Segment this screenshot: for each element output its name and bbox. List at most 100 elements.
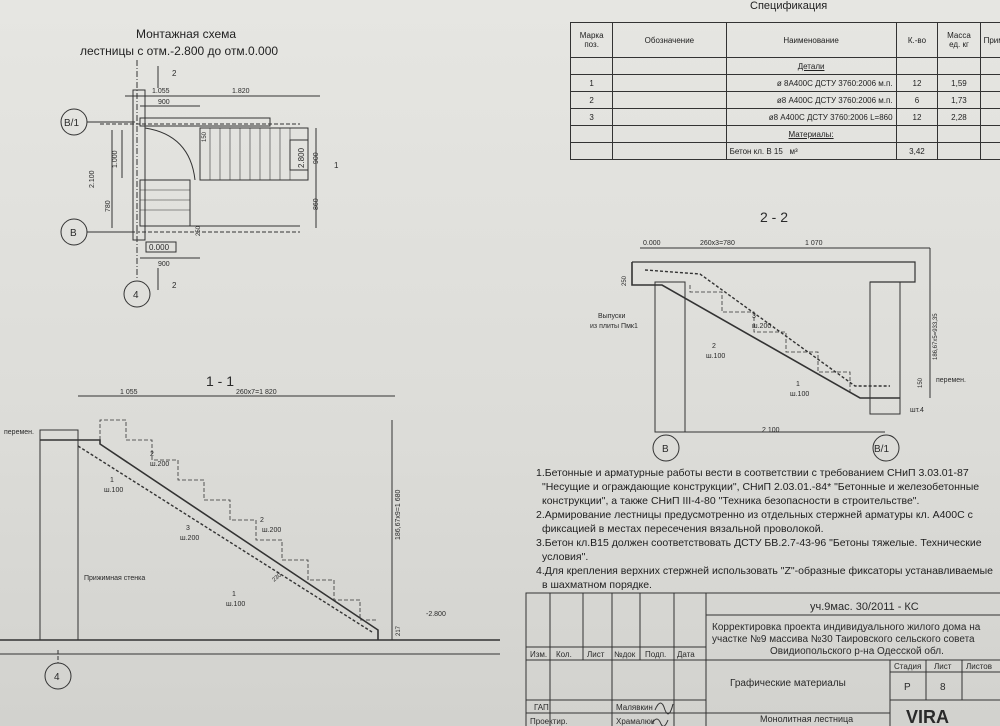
s22-dim-250: 250	[622, 275, 628, 286]
stamp-col-list: Лист	[587, 650, 605, 659]
s11-steps	[99, 419, 378, 621]
s11-rebar-spacing: ш.200	[180, 535, 199, 542]
s22-axis-v1: В/1	[874, 444, 889, 455]
s11-rebar-spacing: ш.200	[150, 461, 169, 468]
plan-dim-860-right: 860	[313, 198, 320, 210]
plan-dim-780: 780	[105, 200, 112, 212]
spec-title: Спецификация	[750, 0, 828, 12]
s22-rebar-spacing: ш.100	[790, 391, 809, 398]
plan-dim-1055: 1.055	[152, 88, 170, 95]
s11-rebar-num: 1	[232, 591, 236, 598]
plan-lower-flight	[139, 179, 191, 227]
s11-dim-217: 217	[396, 625, 402, 636]
s22-dim-150: 150	[918, 377, 924, 388]
stamp-name2: Храмалюк	[616, 717, 655, 726]
stamp-name1: Малявкин	[616, 703, 653, 712]
stamp-sheet-label: Лист	[934, 662, 952, 671]
s22-flight-outline	[631, 262, 900, 399]
plan-upper-flight	[199, 127, 309, 181]
s22-rebar-spacing: ш.200	[752, 323, 771, 330]
s11-dim-steps: 260x7=1 820	[236, 389, 277, 396]
plan-dim-1000: 1.000	[112, 150, 119, 168]
plan-dim-900-right: 900	[313, 152, 320, 164]
s11-rebar-num: 3	[186, 525, 190, 532]
spec-header-pos: Марка поз.	[569, 22, 614, 58]
plan-landing-edge	[139, 117, 271, 127]
plan-cut-mark-top: 2	[172, 69, 177, 78]
s22-level: 0.000	[643, 240, 661, 247]
plan-dim-250: 250	[196, 225, 202, 236]
stamp-stage-label: Стадия	[894, 662, 921, 671]
plan-cut-mark-1: 1	[334, 161, 339, 170]
note-line: 1.Бетонные и арматурные работы вести в с…	[536, 467, 969, 479]
spec-header-designation: Обозначение	[612, 22, 727, 58]
axis-circle-4-plan	[123, 280, 151, 308]
spec-header-name: Наименование	[725, 22, 897, 58]
plan-level-2800: 2.800	[297, 147, 306, 168]
stamp-role2: Проектир.	[530, 717, 568, 726]
s11-rebar-num: 2	[260, 517, 264, 524]
plan-level-box	[289, 139, 309, 171]
stamp-code: уч.9мас. 30/2011 - КС	[810, 601, 919, 613]
s22-wall-left	[654, 281, 686, 433]
s11-label-peremen: перемен.	[4, 429, 34, 436]
s22-label-sht: шт.4	[910, 407, 924, 414]
stamp-project-line2: участке №9 массива №30 Таировского сельс…	[712, 634, 975, 645]
s22-title: 2 - 2	[760, 209, 788, 225]
s22-label-outlets2: из плиты Пмк1	[590, 323, 638, 330]
s22-rebar-num: 1	[796, 381, 800, 388]
stamp-sheet: 8	[940, 682, 946, 693]
plan-winder	[144, 127, 196, 181]
s22-rebar-line	[644, 269, 890, 387]
spec-header-mass: Масса ед. кг	[937, 22, 981, 58]
s11-slab-outline	[40, 439, 379, 640]
stamp-col-doc: №док	[614, 650, 636, 659]
s22-dim-steps: 260x3=780	[700, 240, 735, 247]
s11-label-wall: Прижимная стенка	[84, 575, 145, 582]
plan-dim-900: 900	[158, 99, 170, 106]
stamp-col-kol: Кол.	[556, 650, 572, 659]
note-line: "Несущие и ограждающие конструкции", СНи…	[542, 481, 980, 493]
signature-1	[654, 702, 674, 715]
signature-2	[651, 718, 669, 726]
stamp-col-sign: Подп.	[645, 650, 666, 659]
plan-title-line1: Монтажная схема	[136, 27, 237, 41]
plan-cut-mark-bottom: 2	[172, 281, 177, 290]
stamp-project-line3: Овидиопольского р-на Одесской обл.	[770, 645, 944, 657]
plan-level-box-bottom	[145, 241, 177, 253]
plan-axis-v1: В/1	[64, 118, 79, 129]
stamp-company-logo: VIRA	[906, 707, 949, 726]
spec-material-qty: 3,42	[895, 142, 939, 160]
s22-top-slab	[632, 261, 916, 283]
note-line: в шахматном порядке.	[542, 579, 652, 591]
s22-dim-2100: 2 100	[762, 427, 780, 434]
plan-dim-2100: 2.100	[89, 170, 96, 188]
axis-circle-v1-section	[872, 434, 900, 462]
specification-table: Марка поз. Обозначение Наименование К.-в…	[569, 22, 1000, 160]
s22-dim-1070: 1 070	[805, 240, 823, 247]
s11-rebar-spacing: ш.200	[262, 527, 281, 534]
stamp-border	[525, 592, 1000, 726]
s22-wall-right	[869, 281, 901, 415]
plan-axis-v: В	[70, 228, 77, 239]
stamp-role1: ГАП	[534, 703, 549, 712]
stamp-drawing-name: Монолитная лестница	[760, 714, 853, 724]
plan-dim-900-bottom: 900	[158, 261, 170, 268]
s11-wall	[39, 429, 79, 641]
spec-material-name: Бетон кл. В 15	[729, 146, 783, 156]
plan-axis-4: 4	[133, 290, 139, 301]
stamp-col-izm: Изм.	[530, 650, 547, 659]
s11-dim-1055: 1 055	[120, 389, 138, 396]
plan-wall-left	[132, 89, 146, 241]
note-line: конструкции", а также СНиП III-4-80 "Тех…	[542, 495, 920, 507]
note-line: 2.Армирование лестницы предусмотренно из…	[536, 509, 973, 521]
stamp-project-line1: Корректировка проекта индивидуального жи…	[712, 622, 981, 633]
stamp-stage: Р	[904, 682, 911, 693]
s11-rebar-num: 2	[150, 451, 154, 458]
s11-rebar-line	[77, 445, 373, 633]
